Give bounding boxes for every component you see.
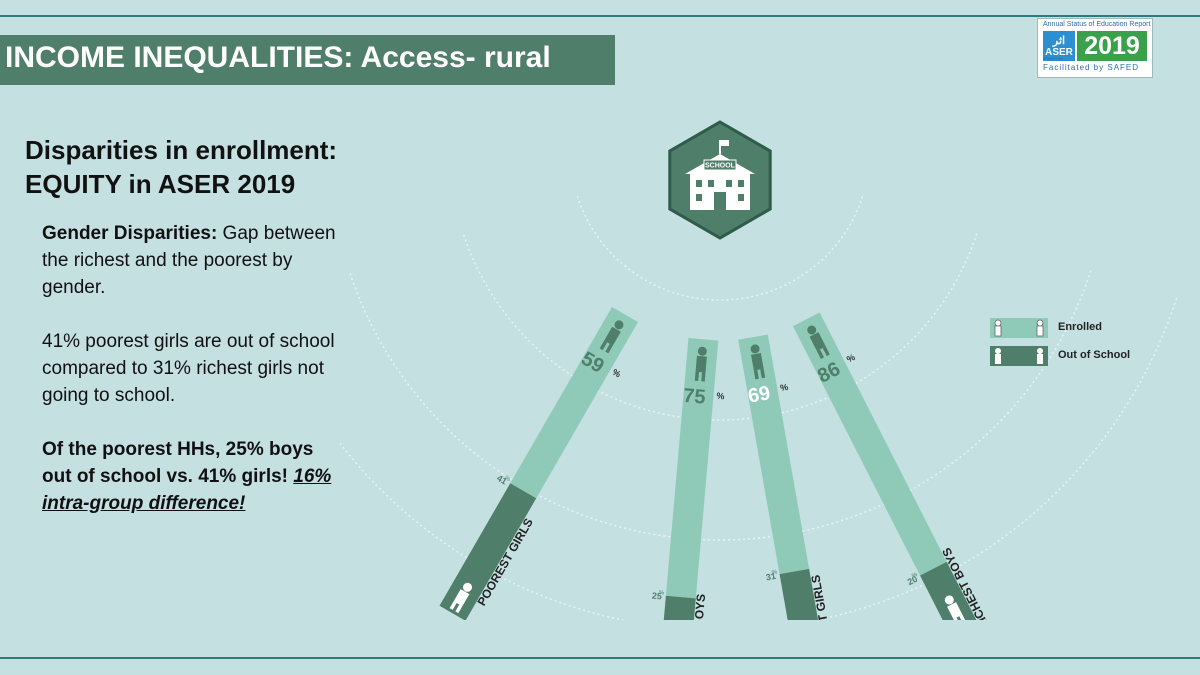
poorest-text: Of the poorest HHs, 25% boys out of scho… (42, 439, 314, 487)
school-sign-label: SCHOOL (705, 163, 736, 170)
bar-enrolled-0 (510, 307, 638, 499)
title-banner (0, 35, 615, 85)
enrolled-pct-3: % (845, 352, 857, 365)
out-value-3: 20 (906, 574, 919, 587)
girl-icon (750, 344, 766, 380)
logo-facilitator: Facilitated by SAFED (1043, 63, 1140, 72)
girls-paragraph: 41% poorest girls are out of school comp… (42, 331, 335, 406)
bar-out-1 (658, 595, 696, 620)
out-value-1: 25 (651, 591, 662, 602)
grid-arc-0 (576, 196, 864, 301)
legend-enrolled-label: Enrolled (1058, 321, 1103, 333)
legend-enrolled-swatch (990, 318, 1048, 338)
bar-group-3: 86%20%RICHEST BOYS (792, 312, 993, 620)
heading-line-1: Disparities in enrollment: (25, 135, 338, 165)
legend-out-label: Out of School (1058, 349, 1131, 361)
gender-label: Gender Disparities: (42, 223, 218, 244)
out-pct-2: % (771, 569, 778, 576)
bar-enrolled-1 (665, 337, 719, 599)
intra-group-text: 16% intra-group difference! (42, 466, 332, 514)
enrolled-pct-0: % (611, 367, 623, 380)
bar-enrolled-3 (792, 312, 947, 576)
bottom-rule (0, 657, 1200, 659)
bar-out-2 (779, 568, 828, 620)
girl-icon (599, 320, 624, 354)
section-heading: Disparities in enrollment: EQUITY in ASE… (25, 133, 337, 201)
enrolled-value-2: 69 (746, 382, 772, 408)
poorest-paragraph: Of the poorest HHs, 25% boys out of scho… (42, 436, 342, 517)
out-pct-0: % (503, 475, 511, 483)
boy-icon (944, 595, 967, 620)
girl-icon (449, 582, 472, 614)
logo-aser-text: ASER (1045, 47, 1073, 58)
bar-enrolled-2 (738, 334, 810, 575)
page-title: INCOME INEQUALITIES: Access- rural (5, 41, 551, 74)
boy-icon (694, 346, 707, 382)
out-pct-3: % (911, 572, 919, 580)
out-value-0: 41 (495, 473, 509, 487)
logo-year: 2019 (1077, 31, 1147, 61)
top-rule (0, 15, 1200, 17)
logo-country: PAKISTAN (1044, 56, 1064, 61)
body-text: Gender Disparities: Gap between the rich… (42, 220, 342, 544)
legend-out-swatch (990, 346, 1048, 366)
logo-report-name: Annual Status of Education Report (1043, 21, 1151, 28)
grid-arc-2 (348, 270, 1092, 541)
school-building-icon (668, 120, 772, 240)
heading-line-2: EQUITY in ASER 2019 (25, 169, 296, 199)
enrolled-pct-2: % (779, 382, 789, 393)
gender-text: Gap between the richest and the poorest … (42, 223, 336, 298)
boy-icon (807, 325, 830, 359)
gender-paragraph: Gender Disparities: Gap between the rich… (42, 220, 342, 301)
out-pct-1: % (659, 590, 666, 597)
enrolled-value-1: 75 (682, 385, 706, 409)
bar-group-0: 59%41%POOREST GIRLS (439, 307, 638, 620)
aser-logo: Annual Status of Education Report اثر AS… (1037, 18, 1153, 78)
bar-group-1: 75%25%POOREST BOYS (651, 337, 725, 620)
logo-aser-urdu: اثر (1052, 35, 1066, 47)
enrolled-pct-1: % (716, 391, 725, 402)
logo-aser-block: اثر ASER (1043, 31, 1075, 61)
out-value-2: 31 (765, 571, 777, 583)
